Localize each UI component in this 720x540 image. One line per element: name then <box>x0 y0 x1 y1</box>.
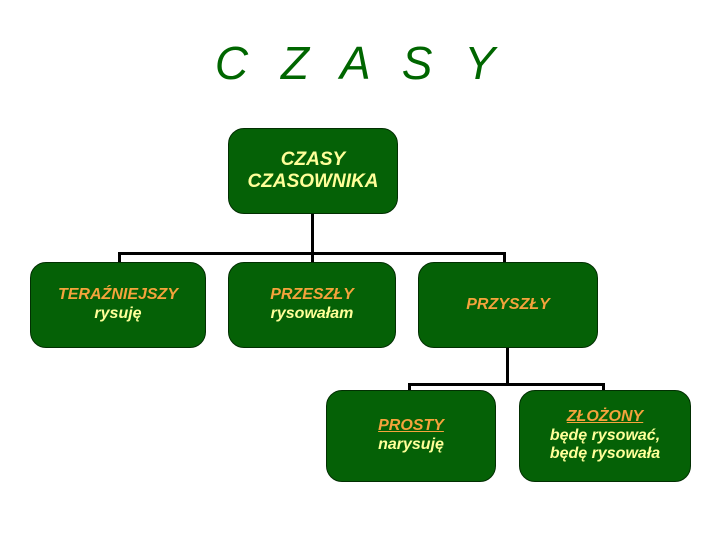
node-teraznejszy[interactable]: TERAŹNIEJSZY rysuję <box>30 262 206 348</box>
node-zlozony[interactable]: ZŁOŻONY będę rysować, będę rysowała <box>519 390 691 482</box>
page-title: C Z A S Y <box>214 37 506 89</box>
connector-root-stem <box>311 213 314 253</box>
connector-drop-past <box>311 252 314 264</box>
node-simple-heading: PROSTY <box>378 417 444 435</box>
node-past-heading: PRZESZŁY <box>270 286 354 304</box>
node-root-line1: CZASY <box>280 148 346 170</box>
node-present-heading: TERAŹNIEJSZY <box>57 286 178 304</box>
connector-drop-simple <box>408 383 411 393</box>
connector-drop-compound <box>602 383 605 393</box>
node-przyszly[interactable]: PRZYSZŁY <box>418 262 598 348</box>
node-prosty[interactable]: PROSTY narysuję <box>326 390 496 482</box>
node-compound-example-2: będę rysowała <box>549 445 661 463</box>
node-czasy-czasownika[interactable]: CZASY CZASOWNIKA <box>228 128 398 214</box>
connector-drop-present <box>118 252 121 264</box>
node-simple-example-1: narysuję <box>378 436 444 453</box>
node-future-heading: PRZYSZŁY <box>466 295 550 313</box>
connector-future-stem <box>506 348 509 386</box>
node-compound-heading: ZŁOŻONY <box>566 408 644 426</box>
node-compound-example-1: będę rysować, <box>549 426 661 444</box>
node-root-line2: CZASOWNIKA <box>247 171 379 192</box>
connector-drop-future <box>503 252 506 264</box>
connector-level3-bar <box>408 383 605 386</box>
node-przeszly[interactable]: PRZESZŁY rysowałam <box>228 262 396 348</box>
node-past-example-1: rysowałam <box>270 305 354 322</box>
node-present-example-1: rysuję <box>94 305 142 322</box>
